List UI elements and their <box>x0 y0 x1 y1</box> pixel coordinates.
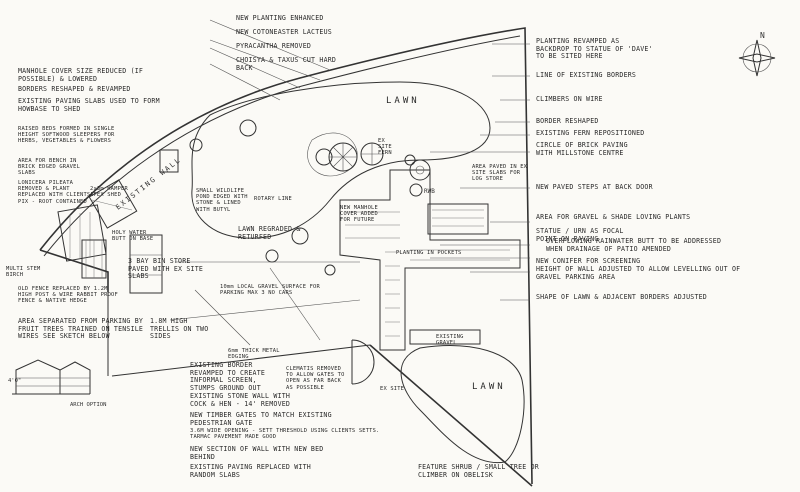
note-wall-height: HEIGHT OF WALL ADJUSTED TO ALLOW LEVELLI… <box>536 265 741 281</box>
note-gravel-shade: AREA FOR GRAVEL & SHADE LOVING PLANTS <box>536 213 691 221</box>
wall-label: EXISTING WALL <box>114 156 183 212</box>
note-log-store: AREA PAVED IN EX SITE SLABS FOR LOG STOR… <box>472 164 528 183</box>
note-feature-shrub: FEATURE SHRUB / SMALL TREE OR CLIMBER ON… <box>418 463 539 479</box>
gates <box>351 339 375 385</box>
gravel-strip <box>409 329 481 345</box>
fence-height-mark: 4'0" <box>8 378 21 384</box>
north-label: N <box>760 31 765 40</box>
note-gravel-parking: 10mm LOCAL GRAVEL SURFACE FOR PARKING MA… <box>220 284 320 297</box>
note-borders: BORDERS RESHAPED & REVAMPED <box>18 85 131 93</box>
note-brick-circle: CIRCLE OF BRICK PAVING WITH MILLSTONE CE… <box>536 141 628 157</box>
tree-symbols <box>189 119 416 276</box>
note-lawn-regraded: LAWN REGRADED & RETURFED <box>238 225 301 241</box>
north-arrow-icon: N <box>738 31 776 77</box>
note-ex-site-fern: EX SITE FERN <box>378 138 392 157</box>
note-shed: 2x3m HAMPER APEX SHED <box>90 186 128 199</box>
note-climbers: CLIMBERS ON WIRE <box>536 95 603 103</box>
patio-paving <box>339 159 521 351</box>
note-raised-beds: RAISED BEDS FORMED IN SINGLE HEIGHT SOFT… <box>18 126 115 145</box>
note-trellis: 1.8M HIGH TRELLIS ON TWO SIDES <box>150 317 209 341</box>
rain-water-butt-icon <box>409 183 423 197</box>
note-border-reshaped: BORDER RESHAPED <box>536 117 599 125</box>
sketch-caption: ARCH OPTION <box>70 402 106 408</box>
note-ex-site: EX SITE <box>380 386 405 392</box>
upper-lawn <box>191 81 491 239</box>
note-existing-gravel: EXISTING GRAVEL <box>436 334 464 347</box>
note-pyracantha: PYRACANTHA REMOVED <box>236 42 312 50</box>
note-border-revamped: EXISTING BORDER REVAMPED TO CREATE INFOR… <box>190 361 266 392</box>
note-clematis: CLEMATIS REMOVED TO ALLOW GATES TO OPEN … <box>286 366 345 391</box>
lawn-upper-label: LAWN <box>386 96 420 106</box>
note-fern: EXISTING FERN REPOSITIONED <box>536 129 645 137</box>
note-new-planting: NEW PLANTING ENHANCED <box>236 14 324 22</box>
note-paved-steps: NEW PAVED STEPS AT BACK DOOR <box>536 183 653 191</box>
note-bin-store: 3 BAY BIN STORE PAVED WITH EX SITE SLABS <box>128 257 204 281</box>
note-opening: 3.6M WIDE OPENING - SETT THRESHOLD USING… <box>190 428 380 441</box>
note-bench: AREA FOR BENCH IN BRICK EDGED GRAVEL SLA… <box>18 158 81 177</box>
note-rotary-line: ROTARY LINE <box>254 196 292 202</box>
rwb-label: RWB <box>424 188 435 195</box>
lower-lawn <box>400 345 525 464</box>
note-birch: MULTI STEM BIRCH <box>6 266 41 279</box>
note-conifer: NEW CONIFER FOR SCREENING <box>536 257 641 265</box>
shed-and-raised-beds <box>57 149 179 279</box>
note-old-fence: OLD FENCE REPLACED BY 1.2M HIGH POST & W… <box>18 286 118 305</box>
note-manhole: MANHOLE COVER SIZE REDUCED (IF POSSIBLE)… <box>18 67 144 83</box>
note-paving-slabs: EXISTING PAVING SLABS USED TO FORM HOWBA… <box>18 97 160 113</box>
parking-area <box>129 234 361 346</box>
note-planting-pockets: PLANTING IN POCKETS <box>396 250 462 256</box>
note-manhole-cover: NEW MANHOLE COVER ADDED FOR FUTURE <box>340 205 378 224</box>
note-metal-edging: 6mm THICK METAL EDGING <box>228 348 280 361</box>
fence-sketch <box>12 359 91 395</box>
note-stone-wall: EXISTING STONE WALL WITH COCK & HEN - 14… <box>190 392 291 408</box>
note-planting-revamped: PLANTING REVAMPED AS BACKDROP TO STATUE … <box>536 37 653 61</box>
note-rainwater-butt: OVERFLOWING RAINWATER BUTT TO BE ADDRESS… <box>546 237 722 253</box>
note-paving-replaced: EXISTING PAVING REPLACED WITH RANDOM SLA… <box>190 463 311 479</box>
note-water-butt: HOLY WATER BUTT ON BASE <box>112 230 154 243</box>
note-cotoneaster: NEW COTONEASTER LACTEUS <box>236 28 332 36</box>
note-timber-gates: NEW TIMBER GATES TO MATCH EXISTING PEDES… <box>190 411 332 427</box>
note-new-wall: NEW SECTION OF WALL WITH NEW BED BEHIND <box>190 445 324 461</box>
note-lonicera: LONICERA PILEATA REMOVED & PLANT REPLACE… <box>18 180 91 205</box>
note-area-separated: AREA SEPARATED FROM PARKING BY FRUIT TRE… <box>18 317 144 341</box>
note-existing-borders: LINE OF EXISTING BORDERS <box>536 71 637 79</box>
note-choisya: CHOISYA & TAXUS CUT HARD BACK <box>236 56 337 72</box>
lawn-lower-label: LAWN <box>472 382 506 392</box>
note-pond: SMALL WILDLIFE POND EDGED WITH STONE & L… <box>196 188 248 213</box>
leader-lines <box>209 19 530 301</box>
note-lawn-shape: SHAPE OF LAWN & ADJACENT BORDERS ADJUSTE… <box>536 293 707 301</box>
note-statue: STATUE / URN AS FOCAL POINT ON PAVING <box>536 227 624 243</box>
